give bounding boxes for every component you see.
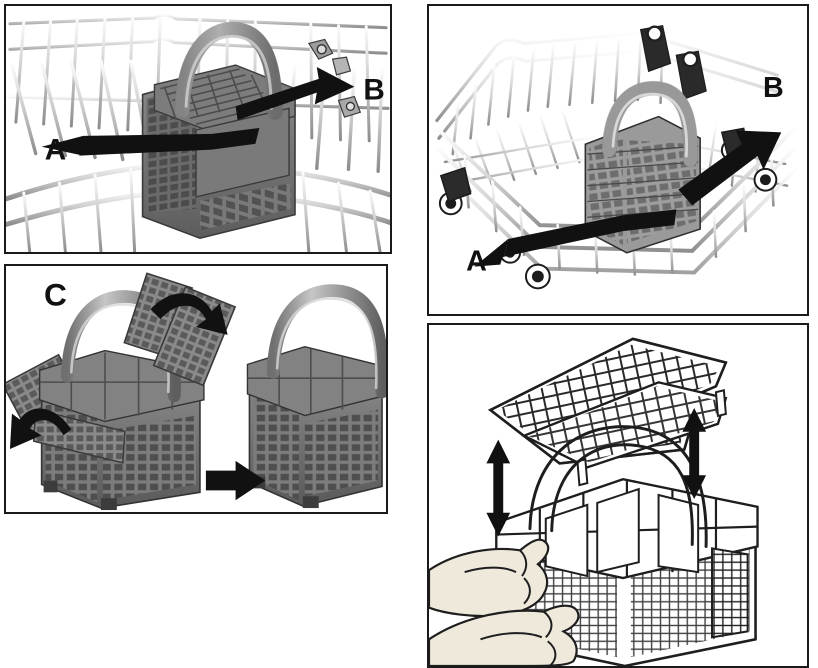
arrow-b-right-up <box>678 130 782 206</box>
panel-2-artwork: A B <box>429 6 807 314</box>
arrow-lift-right <box>682 408 707 499</box>
arrow-rotate-right <box>150 293 228 335</box>
panel-4-artwork <box>429 325 807 666</box>
label-c: C <box>44 276 67 312</box>
label-b: B <box>763 72 784 104</box>
arrow-a-left-down <box>474 209 677 267</box>
panel-upper-basket-sliding-detail: A B <box>4 4 392 254</box>
hand-upper <box>429 538 550 618</box>
panel-removable-cutlery-grid <box>427 323 809 668</box>
panel-3-artwork: C <box>6 266 386 512</box>
panel-1-artwork: A B <box>6 6 390 252</box>
basket-handle <box>174 21 284 121</box>
panel-folding-side-flaps: C <box>4 264 388 514</box>
label-a: A <box>466 246 487 278</box>
basket-left-open <box>6 272 237 511</box>
arrow-lift-left <box>486 439 511 537</box>
rack-clip-hardware-rear <box>639 24 707 100</box>
rack-front-tines <box>22 167 382 252</box>
panel-lower-rack-overview: A B <box>427 4 809 316</box>
label-a: A <box>45 134 66 167</box>
basket-right-folded <box>246 284 386 509</box>
cutlery-cover-grid <box>487 337 728 487</box>
rack-clip-hardware <box>307 38 362 118</box>
arrow-a-left <box>41 128 260 156</box>
label-b: B <box>363 74 384 107</box>
arrow-b-right <box>235 67 355 121</box>
arrow-rotate-left <box>9 408 72 450</box>
